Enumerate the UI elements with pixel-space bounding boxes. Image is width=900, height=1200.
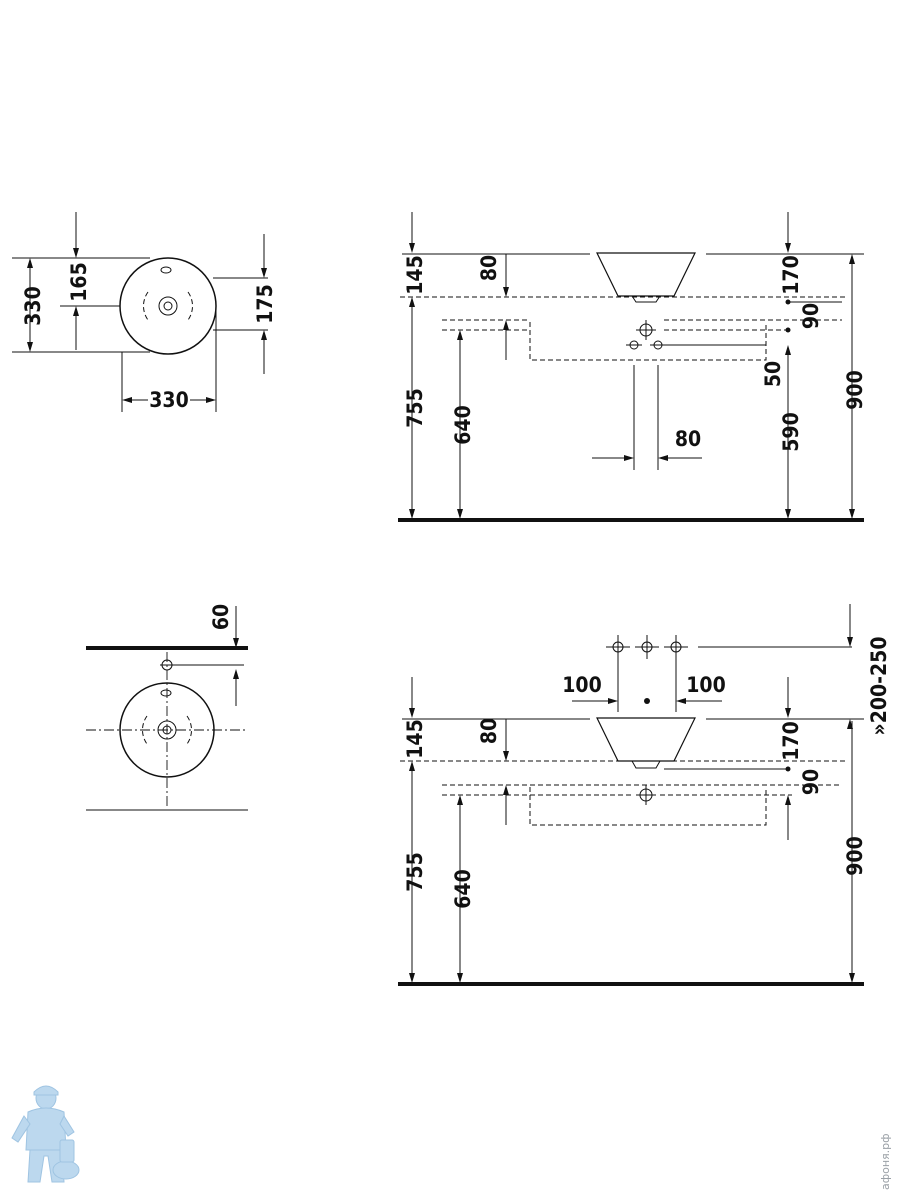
dim-755: 755 (403, 388, 427, 427)
dim-60: 60 (209, 604, 233, 630)
dim-590: 590 (779, 412, 803, 451)
dim-330-horizontal: 330 (149, 388, 188, 412)
basin-side-2 (596, 717, 696, 762)
dim-100-left: 100 (562, 673, 601, 697)
bowl-arc-right (187, 291, 194, 321)
dim-170: 170 (779, 255, 803, 294)
plumber-mascot-logo (11, 1085, 80, 1183)
dim-900: 900 (843, 370, 867, 409)
watermark: афоня.рф (879, 1133, 892, 1190)
dim-100-right: 100 (686, 673, 725, 697)
basin-side (596, 252, 696, 297)
side-view-2: 100 100 145 755 80 640 (398, 604, 891, 986)
dim-165: 165 (67, 262, 91, 301)
dim-330-vertical: 330 (21, 286, 45, 325)
dim-80-2: 80 (477, 718, 501, 744)
dim-145: 145 (403, 255, 427, 294)
dim-170-2: 170 (779, 721, 803, 760)
top-view-1: 330 165 175 330 (12, 212, 277, 412)
dim-90-2: 90 (799, 769, 823, 795)
dim-755-2: 755 (403, 852, 427, 891)
dim-90: 90 (799, 303, 823, 329)
dim-80-top: 80 (477, 255, 501, 281)
bowl-arc-left (142, 291, 149, 321)
dim-900-2: 900 (843, 836, 867, 875)
dim-50: 50 (761, 361, 785, 387)
drain-outer (158, 296, 178, 316)
dim-200-250: »200-250 (867, 637, 891, 736)
dim-640-2: 640 (451, 869, 475, 908)
dim-80-bottom: 80 (675, 427, 701, 451)
dim-145-2: 145 (403, 719, 427, 758)
dim-175: 175 (253, 284, 277, 323)
top-view-2: 60 (86, 604, 248, 811)
side-view-1: 145 755 80 640 170 90 50 590 900 (398, 212, 867, 522)
dim-640: 640 (451, 405, 475, 444)
overflow-slot (160, 266, 172, 274)
drain-inner (163, 301, 173, 311)
